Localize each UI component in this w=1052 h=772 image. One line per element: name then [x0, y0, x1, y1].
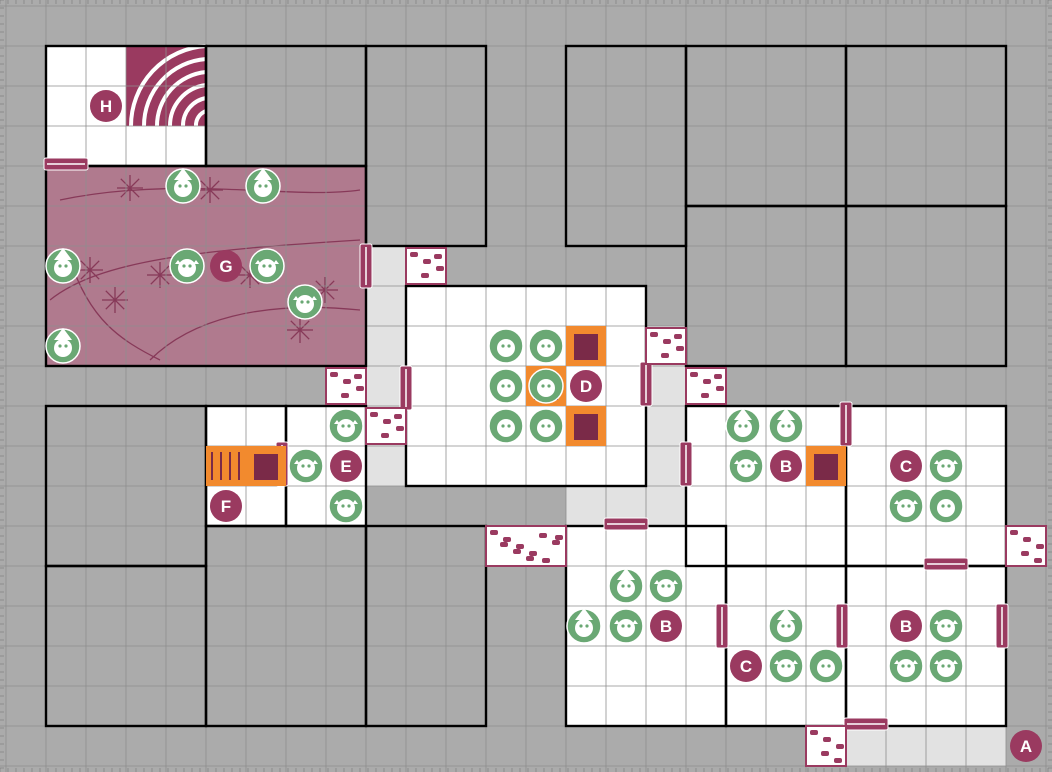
door-icon[interactable] — [715, 603, 729, 649]
skeleton-icon[interactable] — [528, 368, 564, 404]
rubble-icon — [1005, 525, 1047, 567]
room-label-text: C — [740, 657, 752, 676]
room-label-d: D — [570, 370, 602, 402]
rubble-icon — [685, 367, 727, 405]
orc-icon[interactable] — [287, 284, 323, 320]
door-icon[interactable] — [839, 401, 853, 447]
room-label-c2: C — [730, 650, 762, 682]
room-label-g: G — [210, 250, 242, 282]
orc-icon[interactable] — [888, 488, 924, 524]
goblin-icon[interactable] — [725, 408, 761, 444]
orc-icon[interactable] — [249, 248, 285, 284]
rubble-icon — [365, 407, 407, 445]
door-icon[interactable] — [995, 603, 1009, 649]
room-label-text: B — [780, 457, 792, 476]
door-icon[interactable] — [835, 603, 849, 649]
orc-icon[interactable] — [928, 608, 964, 644]
room-label-text: A — [1020, 737, 1032, 756]
rubble-icon — [645, 327, 687, 365]
goblin-icon[interactable] — [245, 168, 281, 204]
furniture-icon — [806, 446, 846, 486]
room-label-b1: B — [770, 450, 802, 482]
furniture-icon — [246, 446, 286, 486]
rack-icon — [206, 446, 246, 486]
room-label-e: E — [330, 450, 362, 482]
orc-icon[interactable] — [648, 568, 684, 604]
skeleton-icon[interactable] — [528, 408, 564, 444]
goblin-icon[interactable] — [45, 248, 81, 284]
orc-icon[interactable] — [608, 608, 644, 644]
door-icon[interactable] — [359, 243, 373, 289]
room-label-b2: B — [650, 610, 682, 642]
rubble-icon — [405, 247, 447, 285]
fimir-icon[interactable] — [488, 328, 524, 364]
fimir-icon[interactable] — [488, 368, 524, 404]
furniture-icon — [566, 326, 606, 366]
room-label-text: G — [219, 257, 232, 276]
goblin-icon[interactable] — [768, 608, 804, 644]
goblin-icon[interactable] — [45, 328, 81, 364]
door-icon[interactable] — [639, 361, 653, 407]
goblin-icon[interactable] — [608, 568, 644, 604]
room-label-text: F — [221, 497, 231, 516]
door-icon[interactable] — [43, 157, 89, 171]
door-icon[interactable] — [399, 365, 413, 411]
goblin-icon[interactable] — [566, 608, 602, 644]
door-icon[interactable] — [923, 557, 969, 571]
orc-icon[interactable] — [288, 448, 324, 484]
orc-icon[interactable] — [169, 248, 205, 284]
room-label-text: B — [660, 617, 672, 636]
fimir-icon[interactable] — [808, 648, 844, 684]
door-icon[interactable] — [679, 441, 693, 487]
orc-icon[interactable] — [328, 488, 364, 524]
door-icon[interactable] — [603, 517, 649, 531]
skeleton-icon[interactable] — [528, 328, 564, 364]
orc-icon[interactable] — [888, 648, 924, 684]
room-label-h: H — [90, 90, 122, 122]
door-icon[interactable] — [843, 717, 889, 731]
orc-icon[interactable] — [728, 448, 764, 484]
fimir-icon[interactable] — [928, 488, 964, 524]
room-label-a: A — [1010, 730, 1042, 762]
room-label-text: C — [900, 457, 912, 476]
room-label-text: D — [580, 377, 592, 396]
goblin-icon[interactable] — [165, 168, 201, 204]
orc-icon[interactable] — [928, 448, 964, 484]
orc-icon[interactable] — [328, 408, 364, 444]
orc-icon[interactable] — [768, 648, 804, 684]
room-label-text: H — [100, 97, 112, 116]
room-label-c1: C — [890, 450, 922, 482]
room-label-text: E — [340, 457, 351, 476]
orc-icon[interactable] — [928, 648, 964, 684]
corridor-floor — [646, 486, 686, 526]
fimir-icon[interactable] — [488, 408, 524, 444]
rubble-icon — [325, 367, 367, 405]
room-label-f: F — [210, 490, 242, 522]
room-label-b3: B — [890, 610, 922, 642]
rubble-icon — [805, 725, 847, 767]
goblin-icon[interactable] — [768, 408, 804, 444]
room-label-text: B — [900, 617, 912, 636]
rubble-icon — [485, 525, 567, 567]
furniture-icon — [566, 406, 606, 446]
